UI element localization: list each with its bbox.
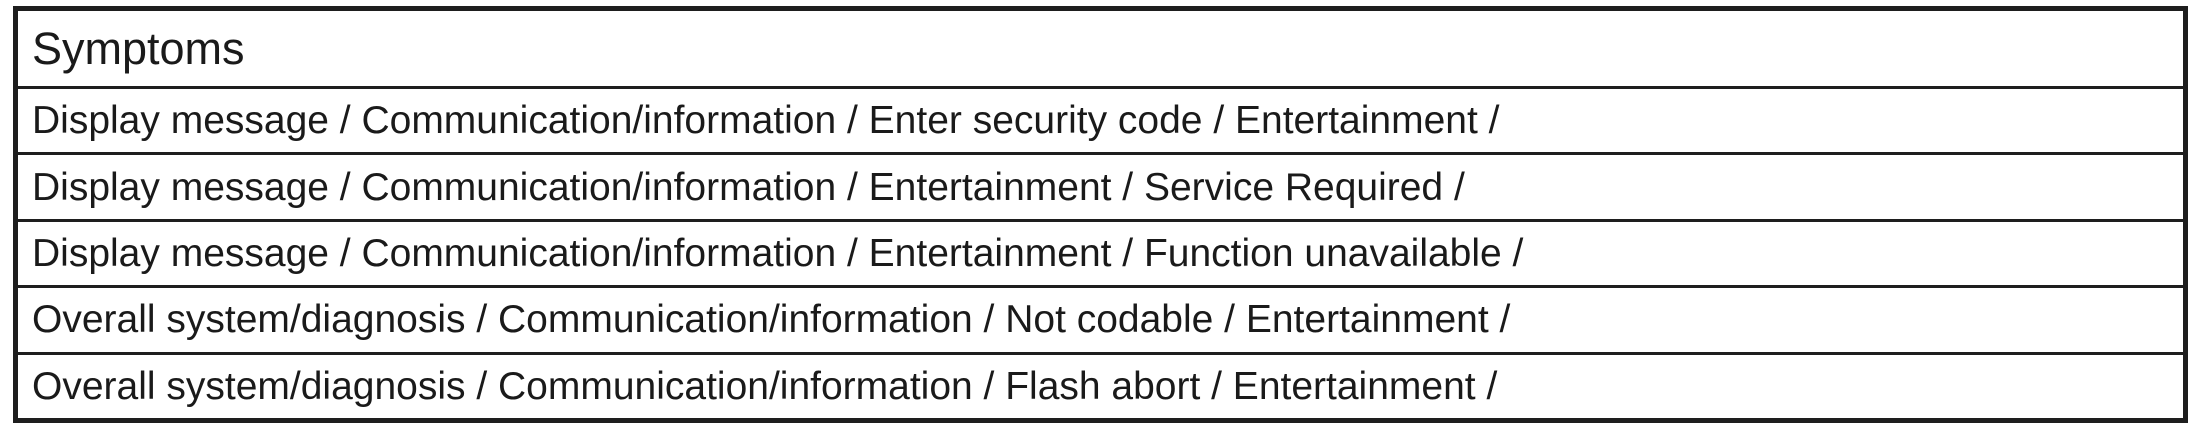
table-header-row: Symptoms	[18, 11, 2183, 89]
table-row: Overall system/diagnosis / Communication…	[18, 288, 2183, 355]
table-row: Overall system/diagnosis / Communication…	[18, 355, 2183, 418]
table-row: Display message / Communication/informat…	[18, 89, 2183, 156]
table-row-text: Overall system/diagnosis / Communication…	[32, 298, 1511, 342]
table-row-text: Display message / Communication/informat…	[32, 232, 1524, 276]
table-row-text: Display message / Communication/informat…	[32, 99, 1500, 143]
table-row: Display message / Communication/informat…	[18, 222, 2183, 289]
table-row-text: Display message / Communication/informat…	[32, 165, 1465, 209]
table-header-label: Symptoms	[32, 23, 245, 74]
table-row-text: Overall system/diagnosis / Communication…	[32, 364, 1498, 408]
symptoms-table: Symptoms Display message / Communication…	[13, 6, 2188, 423]
table-row: Display message / Communication/informat…	[18, 155, 2183, 222]
